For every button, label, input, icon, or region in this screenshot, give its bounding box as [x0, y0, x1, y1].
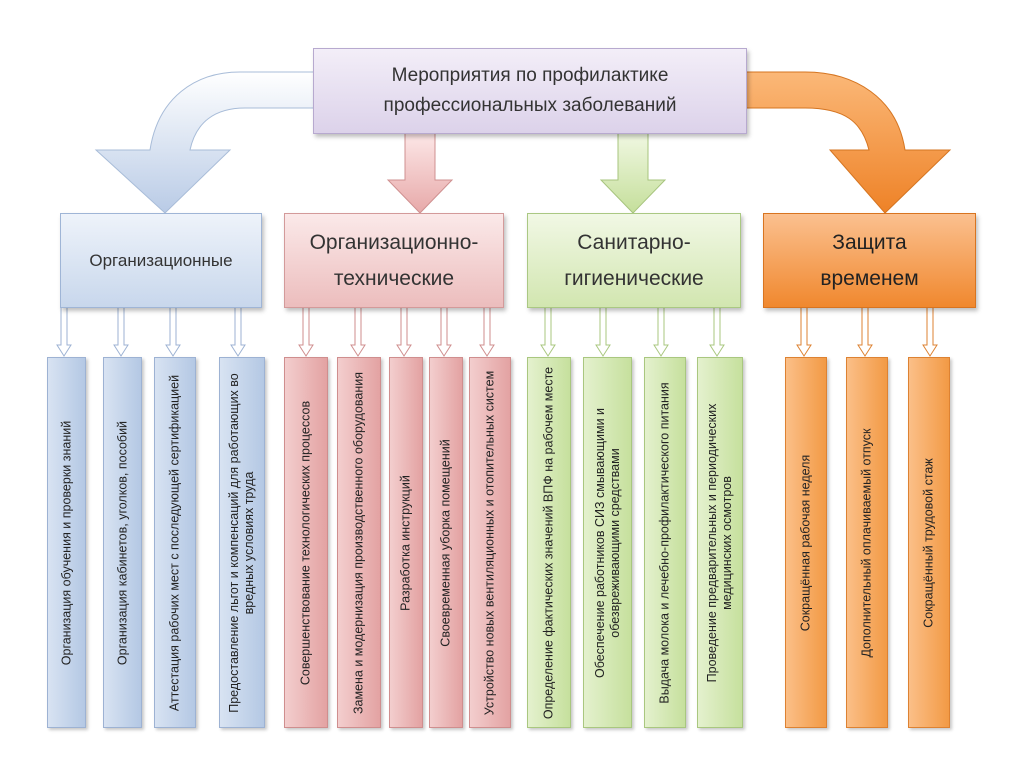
item-tech-processes: Совершенствование технологических процес…: [284, 357, 328, 728]
item-san-medical: Проведение предварительных и периодическ…: [697, 357, 743, 728]
item-label: Обеспечение работников СИЗ смывающими и …: [592, 407, 622, 678]
item-san-milk: Выдача молока и лечебно-профилактическог…: [644, 357, 686, 728]
item-san-measurement: Определение фактических значений ВПФ на …: [527, 357, 571, 728]
category-label-line-1: Защита: [832, 230, 907, 254]
item-org-training: Организация обучения и проверки знаний: [47, 357, 86, 728]
curved-arrow-left: [94, 71, 316, 214]
item-label: Организация кабинетов, уголков, пособий: [115, 420, 129, 665]
item-label: Выдача молока и лечебно-профилактическог…: [657, 381, 672, 704]
small-arrows-green: [540, 306, 725, 357]
item-san-ppe: Обеспечение работников СИЗ смывающими и …: [583, 357, 632, 728]
category-time-protection: Защита временем: [763, 213, 976, 308]
item-time-short-week: Сокращённая рабочая неделя: [785, 357, 827, 728]
item-label: Предоставление льгот и компенсаций для р…: [227, 372, 256, 713]
item-tech-cleaning: Своевременная уборка помещений: [429, 357, 463, 728]
item-time-reduced-service: Сокращённый трудовой стаж: [908, 357, 950, 728]
category-label-line-2: гигиенические: [564, 266, 704, 290]
item-label: Разработка инструкций: [398, 474, 413, 611]
category-sanitary: Санитарно- гигиенические: [527, 213, 741, 308]
down-arrow-pink: [386, 131, 454, 214]
item-tech-instructions: Разработка инструкций: [389, 357, 423, 728]
title-line-1: Мероприятия по профилактике: [391, 65, 669, 86]
item-time-extra-leave: Дополнительный оплачиваемый отпуск: [846, 357, 888, 728]
category-label-line-1: Организационно-: [309, 230, 479, 254]
item-org-cabinets: Организация кабинетов, уголков, пособий: [103, 357, 142, 728]
item-label: Определение фактических значений ВПФ на …: [541, 366, 556, 719]
small-arrows-pink: [298, 306, 495, 357]
down-arrow-green: [599, 131, 667, 214]
item-label: Совершенствование технологических процес…: [298, 400, 313, 685]
item-label: Проведение предварительных и периодическ…: [705, 403, 734, 682]
item-org-benefits: Предоставление льгот и компенсаций для р…: [219, 357, 265, 728]
category-technical: Организационно- технические: [284, 213, 504, 308]
title-line-2: профессиональных заболеваний: [383, 95, 677, 116]
category-label: Организационные: [89, 250, 233, 270]
curved-arrow-right: [743, 71, 952, 214]
item-label: Аттестация рабочих мест с последующей се…: [167, 374, 182, 711]
item-label: Своевременная уборка помещений: [438, 438, 453, 647]
category-label-line-1: Санитарно-: [577, 230, 691, 254]
item-tech-ventilation: Устройство новых вентиляционных и отопит…: [469, 357, 511, 728]
item-label: Устройство новых вентиляционных и отопит…: [482, 370, 497, 715]
title-box: Мероприятия по профилактике профессионал…: [313, 48, 747, 134]
item-tech-equipment: Замена и модернизация производственного …: [337, 357, 381, 728]
item-label: Сокращённая рабочая неделя: [798, 454, 813, 631]
item-org-attestation: Аттестация рабочих мест с последующей се…: [154, 357, 196, 728]
item-label: Сокращённый трудовой стаж: [921, 457, 936, 628]
category-label-line-2: временем: [820, 266, 919, 290]
small-arrows-blue: [56, 306, 246, 357]
category-label-line-2: технические: [333, 266, 455, 290]
item-label: Дополнительный оплачиваемый отпуск: [859, 427, 874, 658]
small-arrows-orange: [796, 306, 938, 357]
item-label: Организация обучения и проверки знаний: [59, 420, 73, 665]
item-label: Замена и модернизация производственного …: [351, 371, 366, 714]
category-organizational: Организационные: [60, 213, 262, 308]
